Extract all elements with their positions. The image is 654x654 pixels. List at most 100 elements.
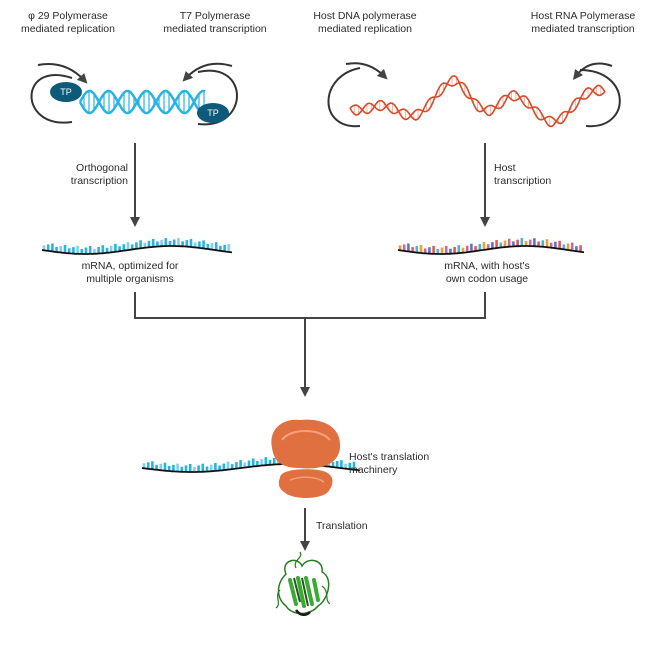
codon-base <box>214 242 218 251</box>
codon-base <box>93 248 96 254</box>
host-tx-line2: transcription <box>494 175 552 187</box>
mrna-opt-line2: multiple organisms <box>86 273 174 285</box>
codon-base <box>549 242 553 248</box>
codon-base <box>415 246 419 253</box>
codon-base <box>222 463 226 471</box>
codon-base <box>495 240 498 249</box>
tp-label-left: TP <box>60 87 72 97</box>
codon-base <box>520 238 524 246</box>
codon-base <box>419 245 423 253</box>
codon-base <box>76 245 79 254</box>
codon-base <box>109 245 113 253</box>
mrna-host-codon <box>397 238 585 255</box>
host-dna-replication-label: Host DNA polymerase mediated replication <box>302 10 428 36</box>
codon-base <box>223 244 226 252</box>
codon-base <box>348 462 352 470</box>
codon-base <box>198 241 201 248</box>
codon-base <box>541 240 545 247</box>
codon-base <box>185 240 189 247</box>
codon-base <box>524 241 528 246</box>
host-genomic-dna <box>349 74 606 128</box>
codon-base <box>575 246 578 252</box>
codon-base <box>55 247 58 252</box>
codon-base <box>436 249 440 254</box>
codon-base <box>193 242 197 248</box>
codon-base <box>97 247 100 254</box>
mrna-optimized-label: mRNA, optimized for multiple organisms <box>55 260 205 286</box>
codon-base <box>482 241 486 250</box>
codon-base <box>453 247 456 254</box>
codon-base <box>457 245 461 254</box>
codon-base <box>335 461 339 468</box>
codon-base <box>159 463 163 471</box>
codon-base <box>272 458 276 465</box>
codon-base <box>156 241 159 247</box>
host-rna-transcription-label: Host RNA Polymerase mediated transcripti… <box>520 10 646 36</box>
codon-base <box>230 464 234 470</box>
codon-base <box>331 462 335 468</box>
mrna-backbone <box>41 245 233 255</box>
codon-base <box>344 463 347 469</box>
codon-base <box>172 464 175 472</box>
codon-base <box>51 243 54 252</box>
translation-machinery-line2: machinery <box>349 464 398 476</box>
gfp-protein <box>275 551 331 616</box>
codon-base <box>260 459 263 466</box>
codon-base <box>143 242 147 248</box>
codon-base <box>160 239 163 247</box>
codon-base <box>528 239 532 247</box>
codon-base <box>465 245 469 253</box>
orthogonal-line1: Orthogonal <box>76 162 128 174</box>
codon-base <box>46 244 50 251</box>
codon-base <box>449 248 452 254</box>
codon-base <box>164 238 168 247</box>
codon-base <box>579 245 582 252</box>
codon-base <box>151 238 155 247</box>
codon-base <box>444 245 448 254</box>
phi29-replication-label: φ 29 Polymerase mediated replication <box>8 10 128 36</box>
codon-base <box>146 462 150 469</box>
tp-protein-right: TP <box>197 103 229 123</box>
codon-base <box>151 461 154 470</box>
codon-base <box>440 247 444 254</box>
host-rna-line2: mediated transcription <box>531 23 635 35</box>
codon-base <box>247 460 251 467</box>
t7-transcription-label: T7 Polymerase mediated transcription <box>152 10 278 36</box>
host-dna-line1: Host DNA polymerase <box>313 10 417 22</box>
codon-base <box>126 242 130 251</box>
codon-base <box>268 459 272 465</box>
codon-base <box>205 466 209 472</box>
host-strand-b <box>349 74 606 125</box>
mrna-host-label: mRNA, with host's own codon usage <box>412 260 562 286</box>
codon-base <box>218 465 221 471</box>
codon-base <box>398 245 402 251</box>
codon-base <box>72 247 75 254</box>
codon-base <box>130 244 134 250</box>
codon-base <box>235 462 238 469</box>
codon-base <box>142 463 146 469</box>
codon-base <box>470 243 473 252</box>
codon-base <box>256 461 259 466</box>
codon-base <box>516 239 519 247</box>
codon-base <box>423 248 427 254</box>
mrna-host-line2: own codon usage <box>445 273 529 285</box>
host-dna-line2: mediated replication <box>318 23 412 35</box>
codon-base <box>533 238 536 247</box>
codon-base <box>226 461 230 470</box>
codon-base <box>474 246 477 252</box>
ribosome <box>271 419 341 498</box>
codon-base <box>264 457 268 466</box>
host-strand-a <box>349 81 606 128</box>
codon-base <box>428 247 431 254</box>
codon-base <box>558 240 561 249</box>
phi29-line1: φ 29 Polymerase <box>28 10 108 22</box>
codon-base <box>214 462 217 471</box>
codon-base <box>184 465 188 472</box>
t7-line2: mediated transcription <box>163 23 267 35</box>
codon-base <box>135 242 138 249</box>
codon-base <box>167 466 171 471</box>
codon-base <box>243 462 247 468</box>
codon-base <box>554 241 557 249</box>
translation-label: Translation <box>316 520 368 532</box>
codon-base <box>537 241 540 247</box>
